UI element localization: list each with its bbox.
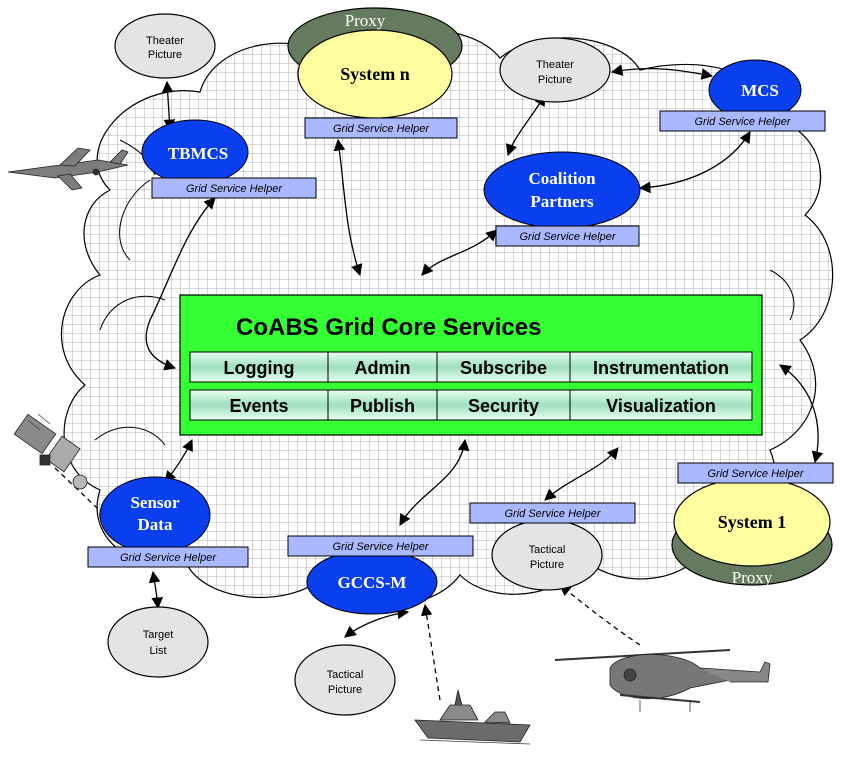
theater-picture-label: Picture	[538, 74, 572, 86]
grid-service-helper-label: Grid Service Helper	[520, 231, 617, 243]
tactical-picture-label: Picture	[530, 559, 564, 571]
core-service-cell	[569, 351, 753, 383]
sensor-label: Sensor	[130, 493, 180, 512]
aircraft-icon	[7, 147, 129, 191]
core-service-cell	[569, 389, 753, 421]
sensor-data-node: Sensor Data	[99, 476, 211, 554]
arrow-satellite-sensor	[54, 467, 116, 526]
tactical-picture-label: Tactical	[529, 544, 566, 556]
tbmcs-label: TBMCS	[168, 144, 228, 163]
core-service-cell	[436, 389, 571, 421]
tactical-picture-label: Tactical	[327, 669, 364, 681]
arrow-core-tactical	[544, 447, 619, 501]
tactical-picture-label: Picture	[328, 684, 362, 696]
core-services-panel: CoABS Grid Core Services Logging Admin Sub…	[179, 294, 763, 436]
core-service-instrumentation: Instrumentation	[593, 358, 729, 378]
core-service-security: Security	[468, 396, 539, 416]
tactical-picture-oval-right: Tactical Picture	[491, 519, 603, 591]
arrow-systemn-core	[333, 138, 363, 277]
core-service-cell	[436, 351, 571, 383]
proxy-label: Proxy	[732, 568, 773, 587]
grid-service-helper-label: Grid Service Helper	[708, 468, 805, 480]
theater-picture-oval-right: Theater Picture	[499, 37, 611, 103]
coalition-label: Coalition	[528, 169, 596, 188]
core-service-visualization: Visualization	[606, 396, 716, 416]
core-service-subscribe: Subscribe	[460, 358, 547, 378]
target-list-label: List	[149, 645, 166, 657]
core-services-title: CoABS Grid Core Services	[236, 314, 541, 341]
system-1-label: System 1	[718, 512, 787, 532]
arrow-ship-gccs	[420, 603, 441, 701]
theater-picture-label: Theater	[146, 35, 184, 47]
satellite-icon	[13, 413, 88, 490]
helicopter-icon	[554, 649, 771, 712]
theater-picture-label: Picture	[148, 49, 182, 61]
core-service-events: Events	[229, 396, 288, 416]
grid-service-helper-coalition	[495, 225, 640, 247]
mcs-label: MCS	[741, 81, 779, 100]
sensor-label: Data	[138, 515, 173, 534]
system-n: Proxy System n	[287, 7, 463, 119]
proxy-label: Proxy	[345, 11, 386, 30]
target-list-oval: Target List	[107, 606, 209, 678]
arrow-coalition-core	[421, 229, 498, 276]
target-list-label: Target	[143, 629, 174, 641]
grid-service-helper-label: Grid Service Helper	[695, 116, 792, 128]
arrow-core-system1	[779, 364, 824, 464]
core-service-cell	[327, 389, 438, 421]
arrow-helo-tactical	[559, 584, 641, 646]
arrow-theater-tbmcs	[161, 80, 176, 132]
theater-picture-label: Theater	[536, 59, 574, 71]
grid-service-helper-system-1	[677, 462, 834, 484]
ship-icon	[414, 689, 531, 745]
grid-service-helper-tbmcs	[151, 177, 317, 199]
core-service-cell	[189, 351, 329, 383]
grid-service-helper-sensor	[87, 546, 249, 568]
arrow-sensor-target	[148, 570, 164, 610]
arrow-mcs-coalition	[638, 130, 751, 194]
tbmcs-node: TBMCS	[141, 119, 249, 185]
coalition-label: Partners	[530, 192, 594, 211]
grid-service-helper-label: Grid Service Helper	[186, 183, 283, 195]
arrow-gccs-tactical	[344, 607, 410, 638]
grid-service-helper-label: Grid Service Helper	[333, 541, 430, 553]
theater-picture-oval-left: Theater Picture	[114, 13, 216, 79]
system-n-label: System n	[340, 64, 410, 84]
grid-service-helper-label: Grid Service Helper	[120, 552, 217, 564]
tactical-picture-oval-bottom: Tactical Picture	[294, 644, 396, 716]
core-service-admin: Admin	[355, 358, 411, 378]
grid-service-helper-mcs	[659, 110, 826, 132]
gccs-m-node: GCCS-M	[306, 549, 438, 615]
core-service-publish: Publish	[350, 396, 415, 416]
arrow-theater-mcs	[610, 64, 714, 80]
coalition-partners-node: Coalition Partners	[483, 151, 641, 229]
grid-service-helper-gccs	[287, 535, 474, 557]
arrow-theater-coalition	[505, 93, 546, 157]
connections	[54, 64, 824, 701]
arrow-core-gccs	[399, 438, 470, 527]
grid-service-helper-tactical	[469, 502, 636, 524]
mcs-node: MCS	[708, 59, 802, 121]
grid-service-helper-system-n	[304, 117, 458, 139]
grid-service-helper-label: Grid Service Helper	[505, 508, 602, 520]
system-1: Proxy System 1	[671, 477, 833, 587]
core-service-cell	[327, 351, 438, 383]
gccs-label: GCCS-M	[338, 573, 407, 592]
arrow-tbmcs-core	[145, 197, 216, 371]
grid-service-helper-label: Grid Service Helper	[333, 123, 430, 135]
core-service-logging: Logging	[224, 358, 295, 378]
